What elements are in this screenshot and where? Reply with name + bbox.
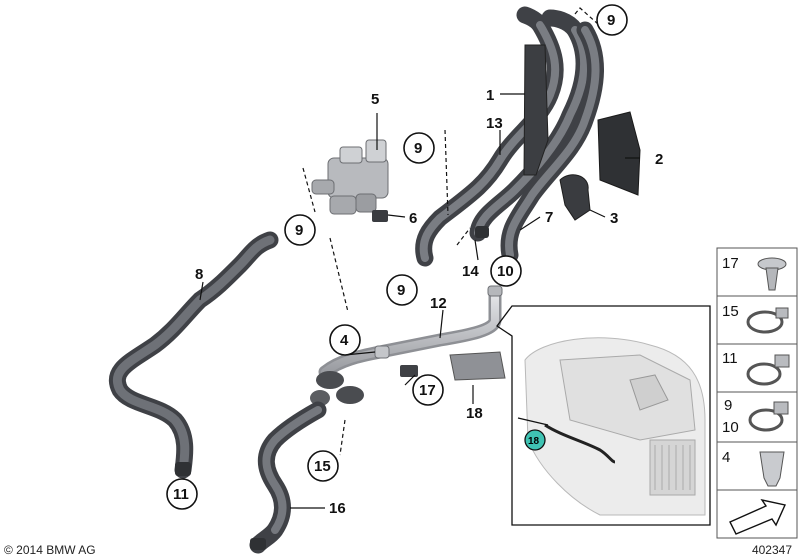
callout-9-valve: 9 [414,140,422,157]
legend-label-15: 15 [722,303,739,320]
callout-18: 18 [466,405,483,422]
callout-11: 11 [173,486,189,503]
callout-2: 2 [655,151,663,168]
callout-leader-lines [199,93,640,509]
hose-clamp-icon [746,354,790,386]
parts-legend: 17 15 11 9 10 4 [716,247,798,539]
callout-9-mid: 9 [397,282,405,299]
callout-8: 8 [195,266,203,283]
legend-label-4: 4 [722,449,730,466]
callout-16: 16 [329,500,346,517]
callout-12: 12 [430,295,447,312]
insulation-pad-18 [449,351,506,381]
water-pipe-12 [318,285,503,379]
t-piece-assembly [310,365,418,406]
callout-6: 6 [409,210,417,227]
hose-clamp-icon [748,401,789,432]
hose-8 [109,231,279,479]
callout-17: 17 [419,382,436,399]
callout-7: 7 [545,209,553,226]
dashed-reference-lines [302,7,599,456]
callouts: 1 2 3 5 6 7 8 12 13 14 16 18 9 9 9 9 10 … [166,4,663,517]
hose-clamp-icon [746,307,789,334]
legend-label-17: 17 [722,255,739,272]
callout-9-top: 9 [607,12,615,29]
copyright-text: © 2014 BMW AG [4,543,96,557]
callout-4: 4 [340,332,349,349]
expanding-nut-icon [759,451,785,487]
clip-6 [372,210,388,222]
diagram-number: 402347 [751,543,792,557]
bracket-1 [523,44,549,176]
callout-5: 5 [371,91,379,108]
callout-13: 13 [486,115,503,132]
callout-1: 1 [486,87,494,104]
cover-2 [597,111,641,196]
push-rivet-icon [757,257,787,291]
electric-water-valve [311,139,389,215]
legend-label-11: 11 [722,350,738,367]
hose-16 [249,401,327,554]
arrow-icon [729,498,786,535]
callout-3: 3 [610,210,618,227]
inset-callout-18: 18 [528,436,540,447]
callout-10: 10 [497,263,514,280]
legend-label-10: 10 [722,419,739,436]
callout-9-left: 9 [295,222,303,239]
hose-bundle [415,6,604,267]
inset-view: 18 [496,305,711,526]
legend-label-9: 9 [724,397,732,414]
callout-14: 14 [462,263,479,280]
holder-3 [559,174,591,221]
callout-15: 15 [314,458,331,475]
